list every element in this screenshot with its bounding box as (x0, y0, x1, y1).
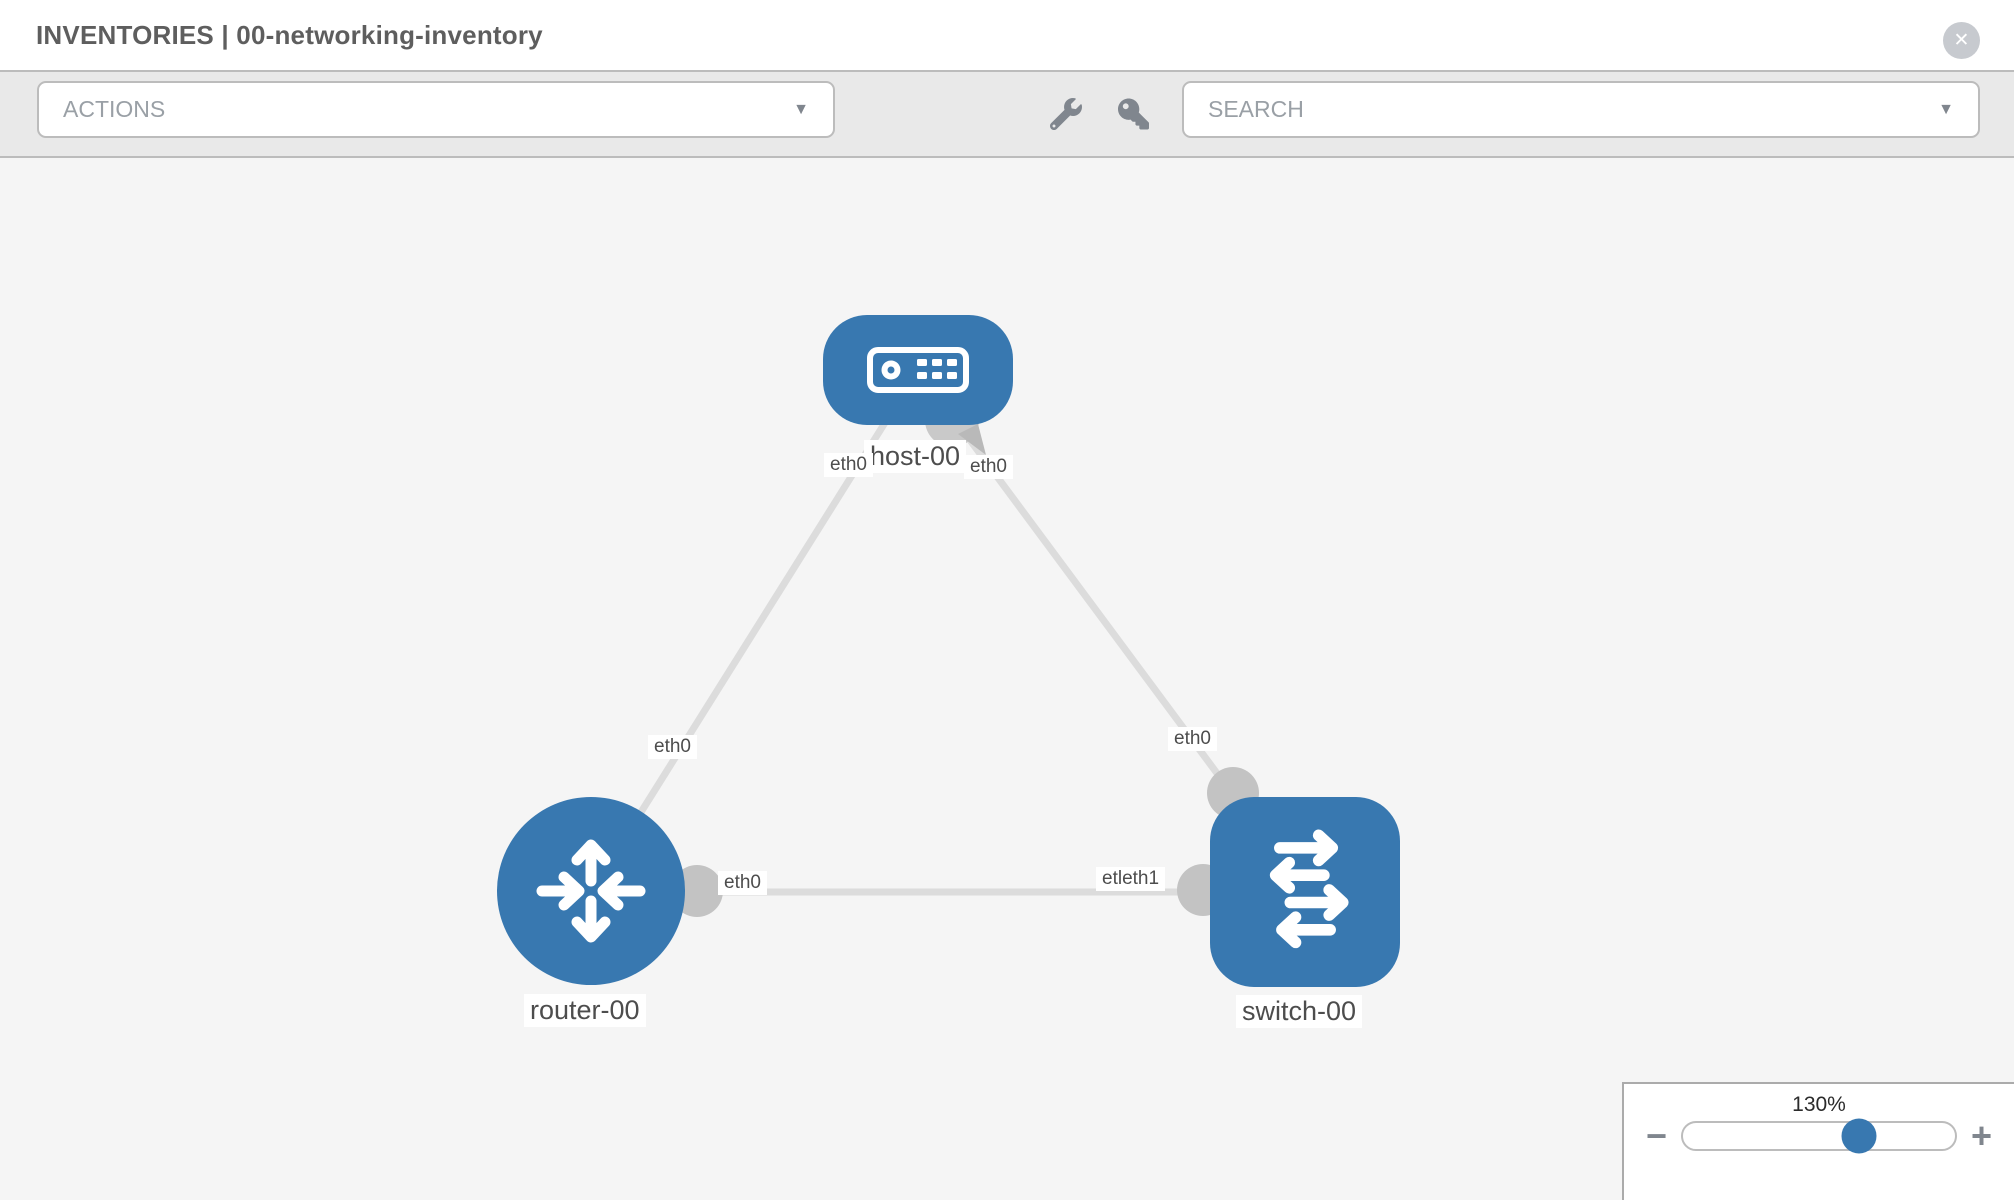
interface-label: eth0 (1168, 727, 1217, 751)
host-icon (866, 346, 970, 394)
interface-label: eth0 (648, 735, 697, 759)
interface-label: eth0 (718, 871, 767, 895)
page-title: INVENTORIES | 00-networking-inventory (36, 19, 543, 50)
node-host-00[interactable] (823, 315, 1013, 425)
node-label-router: router-00 (524, 994, 646, 1028)
wrench-icon[interactable] (1049, 98, 1082, 131)
actions-dropdown[interactable]: ACTIONS ▼ (37, 81, 835, 138)
chevron-down-icon: ▼ (793, 100, 809, 118)
interface-label: eth0 (824, 453, 873, 477)
topology-links-layer (588, 367, 1308, 917)
zoom-slider-thumb[interactable] (1841, 1118, 1877, 1154)
zoom-level-value: 130% (1792, 1093, 1846, 1116)
interface-pointer-host (958, 424, 986, 455)
zoom-slider[interactable] (1681, 1118, 1957, 1154)
panel-header: INVENTORIES | 00-networking-inventory ✕ (0, 0, 2014, 70)
close-glyph: ✕ (1953, 30, 1970, 51)
zoom-control-panel: 130% − + (1622, 1082, 2014, 1200)
node-router-00[interactable] (497, 797, 685, 985)
close-icon[interactable]: ✕ (1943, 22, 1980, 59)
zoom-in-button[interactable]: + (1970, 1115, 1992, 1156)
topology-canvas[interactable]: host-00 router-00 switch-00 eth0 eth0 et… (0, 158, 2014, 1200)
actions-dropdown-label: ACTIONS (63, 96, 166, 122)
toolbar: ACTIONS ▼ ▼ (0, 70, 2014, 158)
key-icon[interactable] (1118, 98, 1149, 130)
router-icon (531, 831, 651, 951)
zoom-out-button[interactable]: − (1646, 1115, 1668, 1156)
node-switch-00[interactable] (1210, 797, 1400, 987)
interface-label: eth0 (964, 455, 1013, 479)
search-input[interactable] (1184, 83, 1978, 136)
node-label-host: host-00 (864, 440, 967, 474)
switch-icon (1242, 829, 1368, 955)
node-label-switch: switch-00 (1236, 995, 1363, 1029)
search-dropdown: ▼ (1182, 81, 1980, 138)
interface-label: etleth1 (1096, 867, 1166, 891)
